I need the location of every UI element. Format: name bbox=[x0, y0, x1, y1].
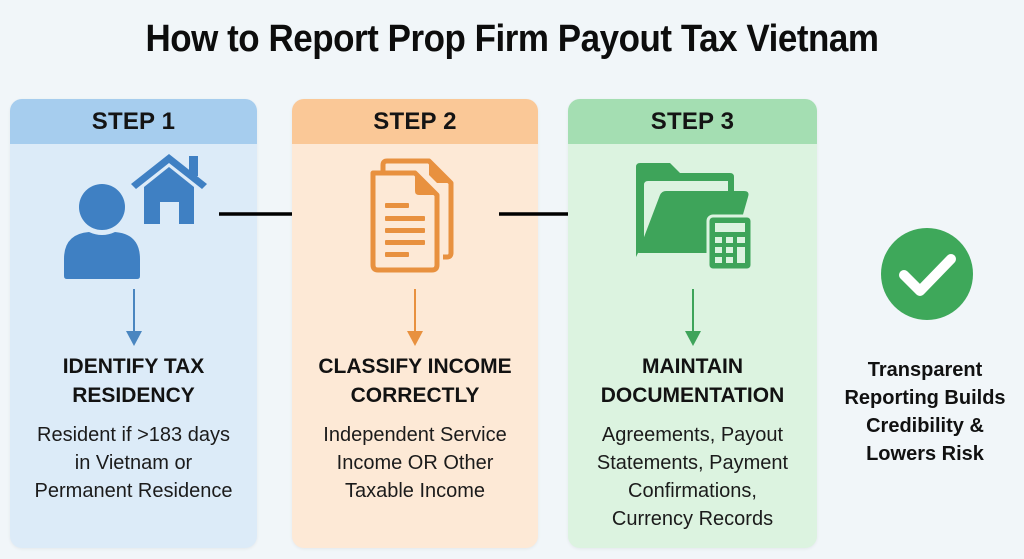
outcome-panel: Transparent Reporting Builds Credibility… bbox=[826, 228, 1024, 478]
check-circle-icon bbox=[881, 228, 973, 320]
step-2-card: STEP 2 CLASSIFY INCOME CORRECTLY bbox=[292, 99, 538, 548]
step-2-description: Independent Service Income OR Other Taxa… bbox=[323, 424, 507, 502]
page-title: How to Report Prop Firm Payout Tax Vietn… bbox=[145, 18, 879, 60]
folder-calculator-icon bbox=[568, 151, 817, 281]
documents-icon bbox=[292, 151, 538, 281]
down-arrow-icon bbox=[407, 289, 423, 346]
step-1-description: Resident if >183 days in Vietnam or Perm… bbox=[34, 424, 233, 502]
step-3-card: STEP 3 MAINTAIN DOCUMEN bbox=[568, 99, 817, 548]
down-arrow-icon bbox=[684, 289, 701, 346]
step-2-heading: CLASSIFY INCOME CORRECTLY bbox=[318, 355, 512, 407]
person-home-icon bbox=[10, 151, 257, 281]
step-2-label: STEP 2 bbox=[292, 99, 538, 144]
step-3-label: STEP 3 bbox=[568, 99, 817, 144]
step-1-label: STEP 1 bbox=[10, 99, 257, 144]
outcome-text: Transparent Reporting Builds Credibility… bbox=[844, 359, 1006, 465]
step-1-card: STEP 1 IDENTIFY TAX RESIDENCY Resident i… bbox=[10, 99, 257, 548]
step-3-description: Agreements, Payout Statements, Payment C… bbox=[596, 424, 789, 530]
down-arrow-icon bbox=[125, 289, 142, 346]
step-3-heading: MAINTAIN DOCUMENTATION bbox=[600, 355, 785, 407]
step-1-heading: IDENTIFY TAX RESIDENCY bbox=[62, 355, 205, 407]
